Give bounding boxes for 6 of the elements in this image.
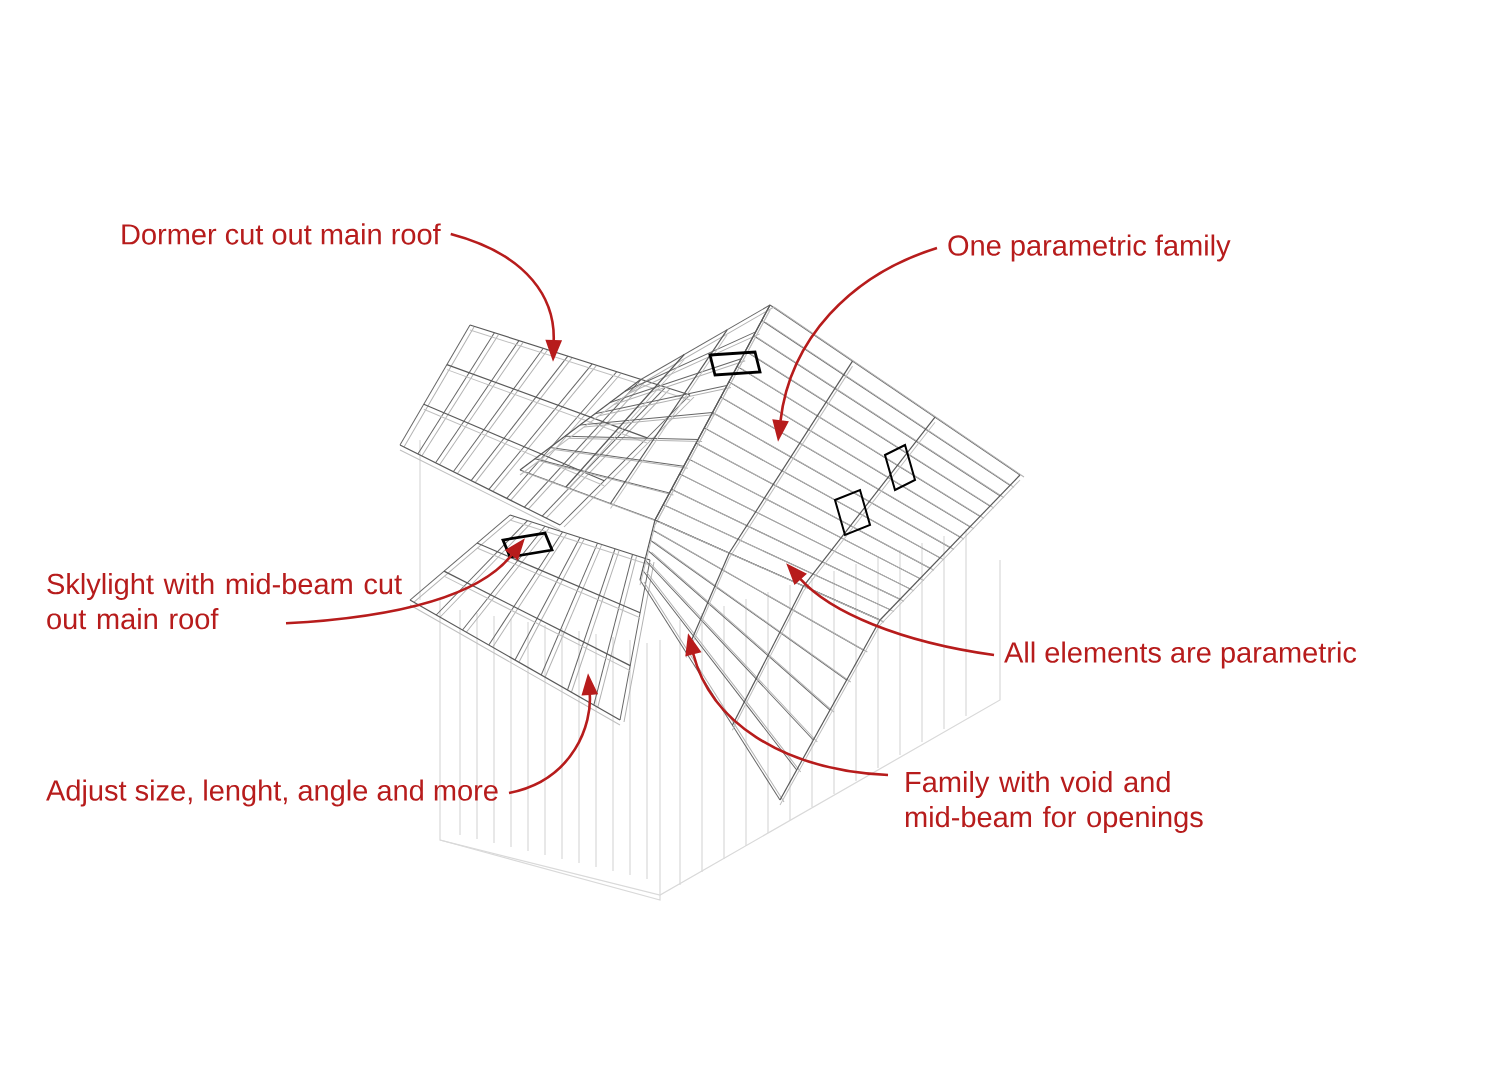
callout-label: Family with void and mid-beam for openings — [905, 771, 1203, 834]
callout-label: Adjust size, lenght, angle and more — [46, 779, 498, 807]
callout-label: Sklylight with mid-beam cut out main roof — [47, 573, 402, 630]
callout-label: One parametric family — [948, 234, 1231, 262]
callout-label: Dormer cut out main roof — [122, 223, 441, 245]
callout-label: All elements are parametric — [1004, 641, 1357, 669]
